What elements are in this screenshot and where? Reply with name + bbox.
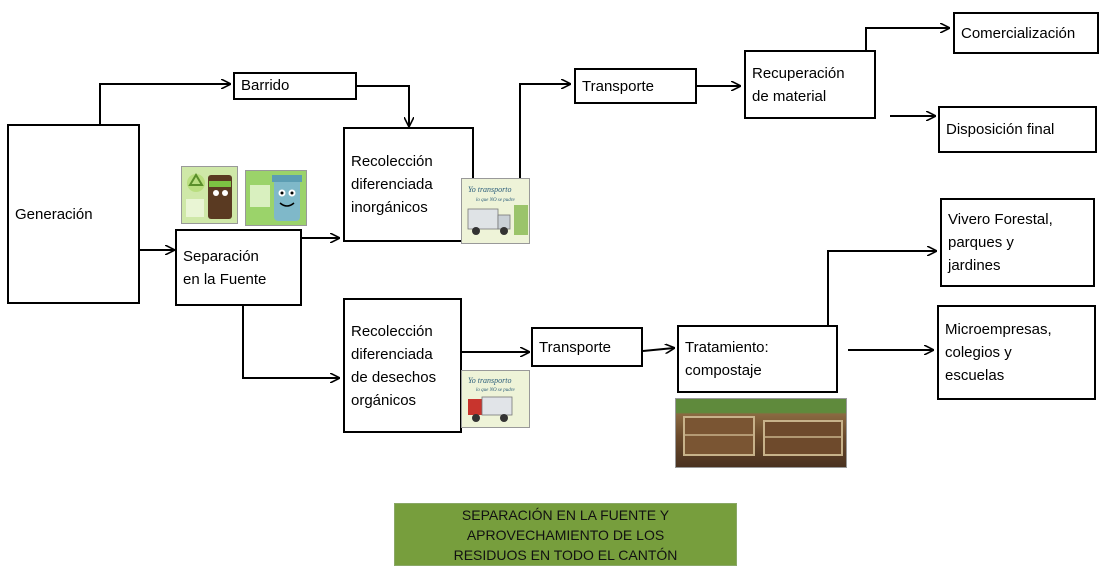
node-microempresas-line1: Microempresas,	[945, 321, 1052, 338]
node-disposicion: Disposición final	[938, 106, 1097, 153]
truck2-caption-line1: Yo transporto	[468, 376, 512, 385]
truck-icon-red: Yo transporto lo que NO se pudre	[468, 376, 515, 422]
node-generacion-label: Generación	[15, 205, 93, 223]
node-recoleccion-organicos-line2: diferenciada	[351, 345, 433, 363]
node-recoleccion-organicos-line4: orgánicos	[351, 391, 417, 409]
summary-banner-line2: RESIDUOS EN TODO EL CANTÓN	[453, 546, 678, 563]
node-recoleccion-inorganicos-line3: inorgánicos	[351, 199, 428, 216]
node-recuperacion-line1: Recuperación	[752, 64, 845, 82]
node-vivero-line3: jardines	[948, 257, 1001, 274]
node-barrido: Barrido	[233, 72, 357, 100]
arrow-tratamiento-vivero	[827, 251, 936, 326]
truck-icon: Yo transporto lo que NO se pudre	[467, 185, 528, 235]
recycling-bin-image-1	[181, 166, 238, 224]
node-microempresas-line2: colegios y	[945, 344, 1012, 361]
node-separacion-line1: Separación	[183, 247, 259, 265]
node-recoleccion-inorganicos: Recolección diferenciada inorgánicos	[343, 127, 474, 242]
node-recoleccion-organicos: Recolección diferenciada de desechos org…	[343, 298, 462, 433]
node-microempresas-line3: escuelas	[945, 367, 1005, 384]
node-vivero-line1: Vivero Forestal,	[948, 211, 1053, 228]
node-tratamiento-line1: Tratamiento:	[685, 339, 769, 356]
node-recoleccion-inorganicos-line2: diferenciada	[351, 176, 433, 193]
node-vivero-line2: parques y	[948, 234, 1014, 251]
node-barrido-label: Barrido	[241, 77, 290, 94]
node-transporte-2-label: Transporte	[539, 338, 611, 356]
node-generacion: Generación	[7, 124, 140, 304]
node-vivero: Vivero Forestal, parques y jardines	[940, 198, 1095, 287]
arrow-generacion-barrido	[99, 84, 230, 124]
compost-image	[675, 398, 847, 468]
arrow-transporte-tratamiento	[642, 348, 674, 351]
arrow-separacion-organicos	[242, 306, 339, 378]
node-recuperacion: Recuperación de material	[744, 50, 876, 119]
truck-image-organicos: Yo transporto lo que NO se pudre	[461, 370, 530, 428]
summary-banner: SEPARACIÓN EN LA FUENTE Y APROVECHAMIENT…	[394, 503, 737, 566]
node-recoleccion-inorganicos-line1: Recolección	[351, 153, 433, 170]
recycling-bin-icon	[186, 173, 232, 219]
compost-beds-icon	[683, 416, 843, 456]
node-transporte-2: Transporte	[531, 327, 643, 367]
summary-banner-line1: SEPARACIÓN EN LA FUENTE Y APROVECHAMIENT…	[461, 506, 670, 543]
node-recoleccion-organicos-line1: Recolección	[351, 322, 433, 340]
node-tratamiento: Tratamiento: compostaje	[677, 325, 838, 393]
node-recoleccion-organicos-line3: de desechos	[351, 368, 437, 386]
node-separacion-line2: en la Fuente	[183, 270, 267, 288]
arrow-barrido-recoleccion	[357, 85, 409, 126]
node-comercializacion: Comercialización	[953, 12, 1099, 54]
node-microempresas: Microempresas, colegios y escuelas	[937, 305, 1096, 400]
truck-caption-line1: Yo transporto	[468, 185, 512, 194]
node-separacion: Separación en la Fuente	[175, 229, 302, 306]
truck-caption-line2: lo que NO se pudre	[476, 198, 515, 203]
truck-image-inorganicos: Yo transporto lo que NO se pudre	[461, 178, 530, 244]
node-transporte-1: Transporte	[574, 68, 697, 104]
node-recuperacion-line2: de material	[752, 87, 827, 105]
node-transporte-1-label: Transporte	[582, 77, 654, 95]
recycling-bin-image-2	[245, 170, 307, 226]
arrow-recuperacion-comercializacion	[865, 28, 949, 50]
node-comercializacion-label: Comercialización	[961, 24, 1076, 42]
node-disposicion-label: Disposición final	[946, 121, 1055, 138]
node-tratamiento-line2: compostaje	[685, 362, 762, 379]
smiling-bin-icon	[250, 175, 302, 221]
truck2-caption-line2: lo que NO se pudre	[476, 388, 515, 393]
